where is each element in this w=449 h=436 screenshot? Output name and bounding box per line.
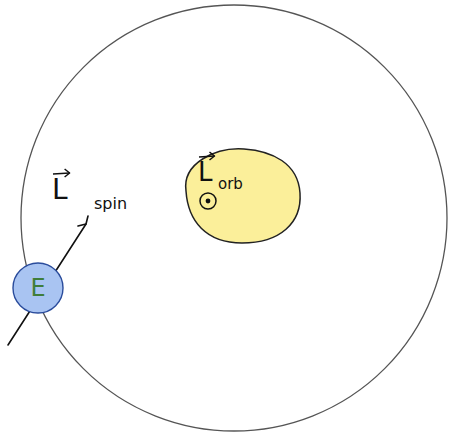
vector-symbol: L [52, 176, 68, 204]
earth-circle: E [12, 262, 64, 314]
vector-arrow [199, 156, 215, 157]
orbit-circle [21, 5, 447, 431]
sun-blob: Lorb [176, 143, 304, 245]
subscript: orb [218, 177, 243, 192]
out-of-page-symbol [200, 193, 216, 209]
sun-blob-outline [176, 143, 304, 245]
spin-axis [8, 224, 86, 345]
spin-arrowhead [78, 216, 88, 226]
vector-symbol: L [198, 159, 213, 185]
subscript: spin [94, 196, 127, 212]
vector-arrow [53, 173, 70, 174]
planet-letter: E [30, 276, 45, 300]
vector-arrowhead [210, 152, 215, 160]
vector-arrowhead [65, 169, 70, 177]
